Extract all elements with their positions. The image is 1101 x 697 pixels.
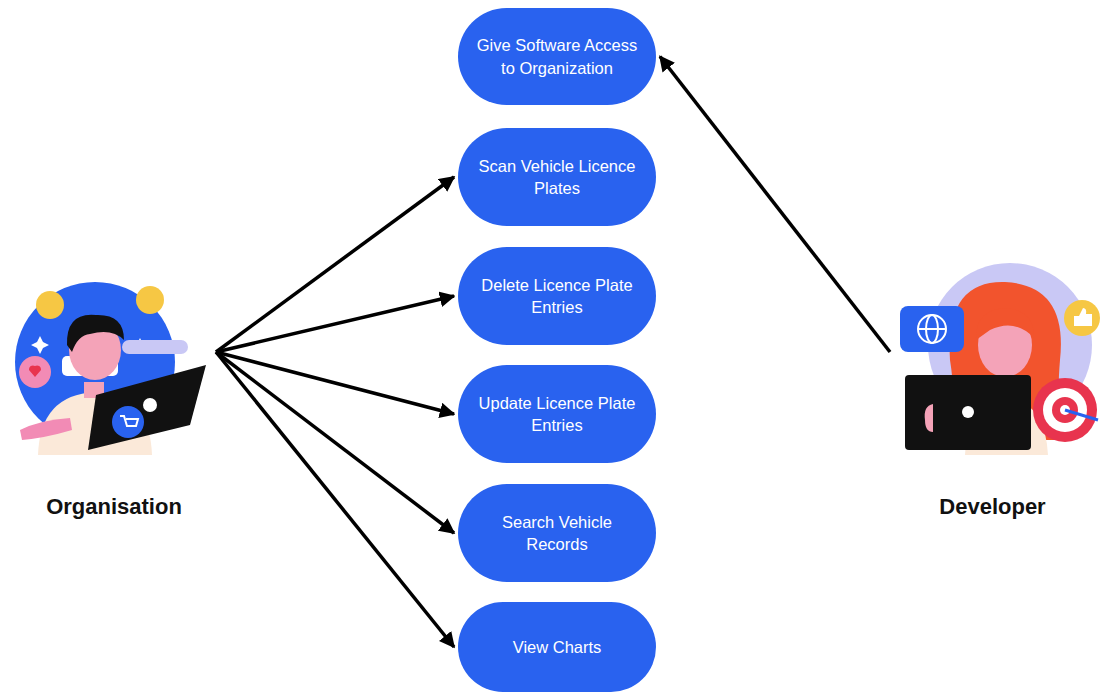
association-arrow — [216, 352, 454, 647]
use-case-pill: Give Software Access to Organization — [458, 8, 656, 105]
use-case-pill: Scan Vehicle Licence Plates — [458, 128, 656, 226]
use-case-pill: Delete Licence Plate Entries — [458, 247, 656, 345]
actor-label-box: Developer — [890, 255, 1095, 520]
association-arrow — [660, 57, 890, 353]
use-case-text: Update Licence Plate Entries — [472, 392, 642, 437]
organisation-figure — [15, 282, 206, 455]
use-case-text: Scan Vehicle Licence Plates — [472, 155, 642, 200]
association-arrow — [216, 352, 454, 533]
actor-name: Developer — [939, 494, 1045, 520]
association-arrow — [216, 296, 454, 352]
use-case-text: Search Vehicle Records — [472, 511, 642, 556]
actor-name: Organisation — [46, 494, 182, 520]
use-case-text: Delete Licence Plate Entries — [472, 274, 642, 319]
developer-figure — [900, 263, 1100, 455]
use-case-text: View Charts — [513, 636, 602, 658]
actor-label-box: Organisation — [12, 275, 216, 520]
use-case-text: Give Software Access to Organization — [472, 34, 642, 79]
use-case-pill: Update Licence Plate Entries — [458, 365, 656, 463]
use-case-pill: Search Vehicle Records — [458, 484, 656, 582]
use-case-pill: View Charts — [458, 602, 656, 692]
association-arrow — [216, 177, 454, 352]
association-arrow — [216, 352, 454, 414]
